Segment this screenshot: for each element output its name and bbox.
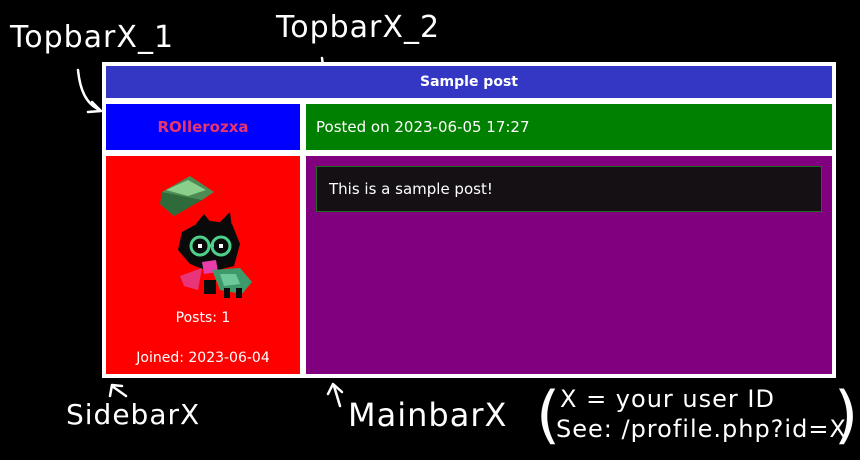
post-main-area: This is a sample post! [306,156,832,374]
post-date: Posted on 2023-06-05 17:27 [306,104,832,150]
close-paren-glyph: ) [834,378,859,451]
post-title-bar: Sample post [106,66,832,98]
user-id-note: X = your user ID [560,385,775,413]
profile-link-note: See: /profile.php?id=X [556,415,847,443]
topbar-x1-annotation: TopbarX_1 [10,20,175,55]
posts-count: Posts: 1 [175,310,231,326]
forum-post: Sample post ROllerozxa Posted on 2023-06… [102,62,836,378]
topbar-x2-annotation: TopbarX_2 [276,10,441,45]
username-link[interactable]: ROllerozxa [106,104,300,150]
mainbar-x-annotation: MainbarX [348,396,508,434]
joined-date: Joined: 2023-06-04 [136,350,270,366]
sidebar-x-annotation: SidebarX [66,398,201,431]
open-paren-glyph: ( [536,378,561,451]
avatar [160,176,252,298]
post-body-text: This is a sample post! [316,166,822,212]
user-sidebar: Posts: 1 Joined: 2023-06-04 [106,156,300,374]
